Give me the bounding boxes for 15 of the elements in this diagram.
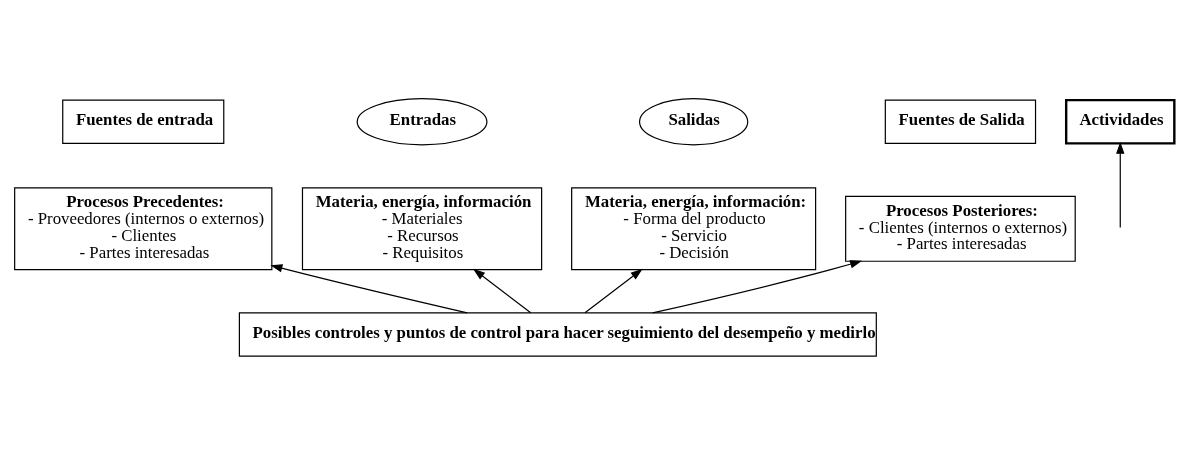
node-ellipse: Entradas <box>356 97 488 145</box>
node-ellipse: Salidas <box>638 97 749 145</box>
arrow <box>652 259 863 313</box>
node-box: Fuentes de entrada <box>62 99 225 144</box>
node-box: Fuentes de Salida <box>884 99 1037 144</box>
arrow <box>1116 141 1125 228</box>
node-box: Posibles controles y puntos de control para hacer seguimiento del desempeño y medirlo <box>238 311 877 357</box>
arrow <box>473 268 532 313</box>
node-box: Materia, energía, información - Materiales - Recursos - Requisitos <box>301 186 543 270</box>
node-box: Procesos Posteriores: - Clientes (internos o externos) - Partes interesadas <box>845 195 1076 262</box>
node-box: Materia, energía, información: - Forma del producto - Servicio - Decisión <box>571 186 817 270</box>
node-box: Procesos Precedentes: - Proveedores (internos o externos) - Clientes - Partes interesadas <box>14 186 273 270</box>
arrow <box>270 263 468 313</box>
arrow <box>584 268 643 313</box>
node-box: Actividades <box>1065 98 1176 145</box>
